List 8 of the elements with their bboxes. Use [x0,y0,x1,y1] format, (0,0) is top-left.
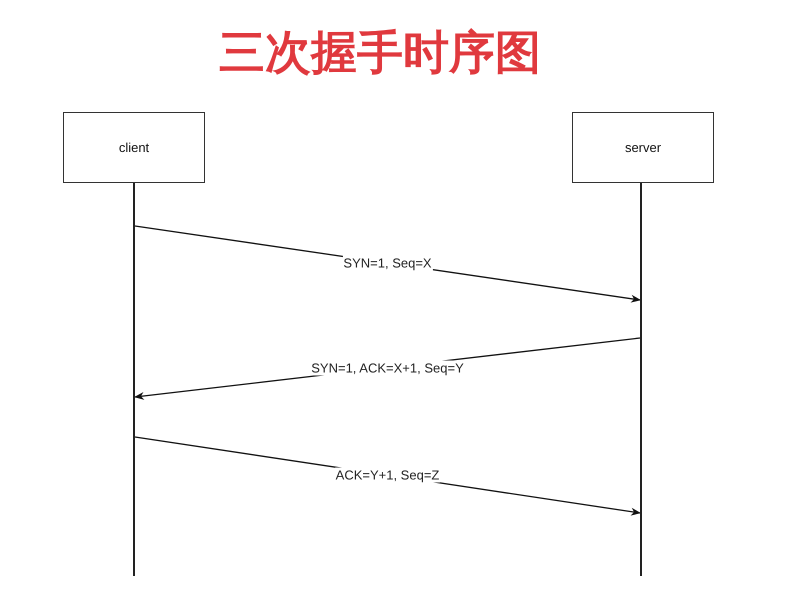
edge-label: SYN=1, ACK=X+1, Seq=Y [310,360,465,375]
edge-label: SYN=1, Seq=X [342,256,433,270]
lifeline [133,183,135,576]
lifeline [640,183,642,576]
participant-box: client [63,112,205,183]
edge-label: ACK=Y+1, Seq=Z [334,468,440,482]
participant-box: server [572,112,714,183]
diagram-title: 三次握手时序图 [218,24,542,81]
